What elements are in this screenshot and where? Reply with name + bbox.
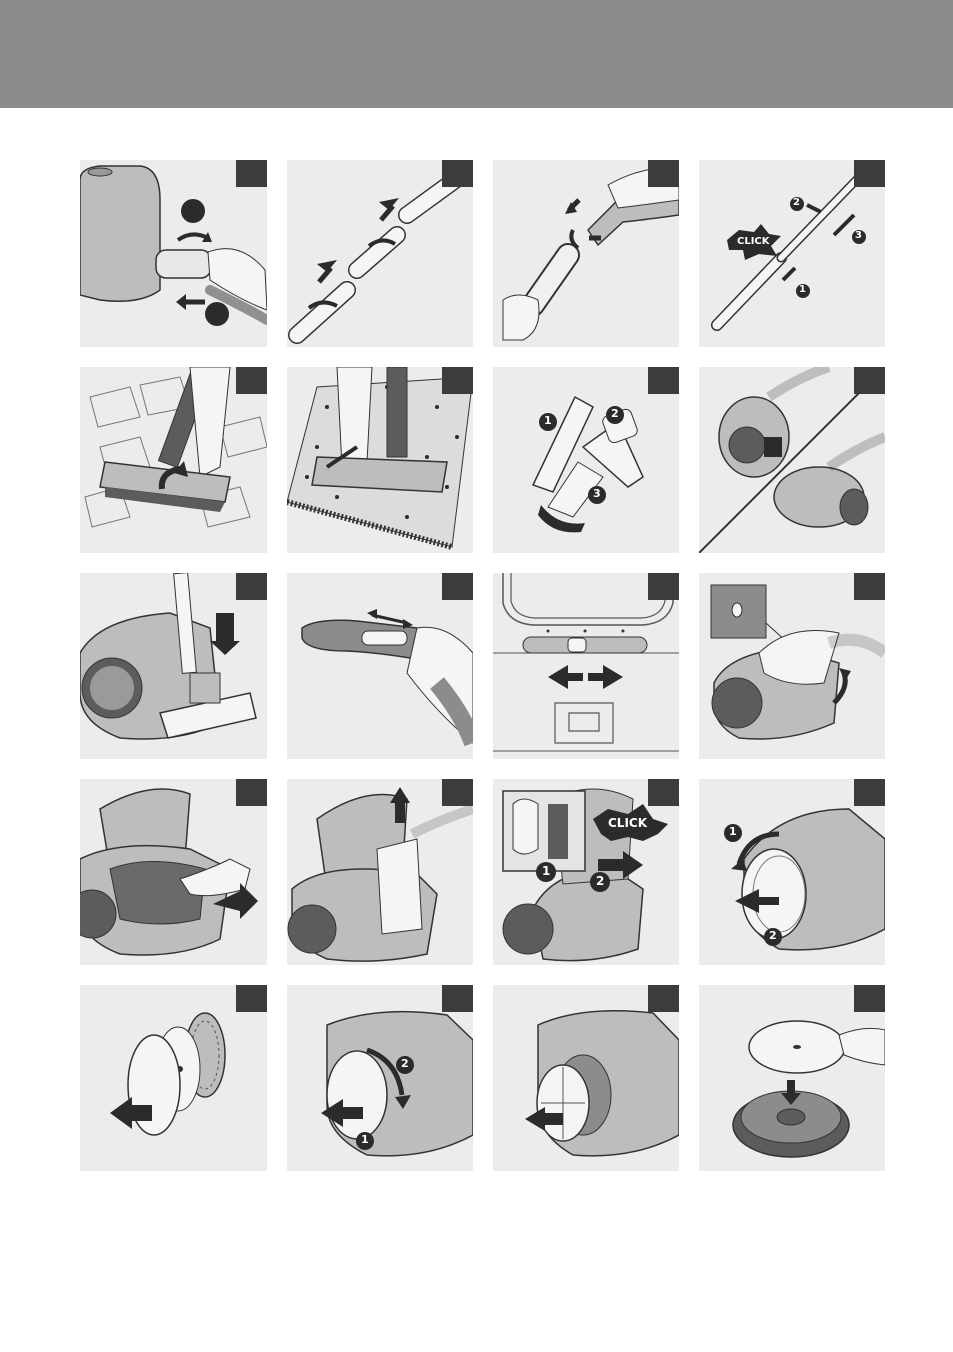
accessory-tools-icon bbox=[493, 367, 679, 553]
click-label: CLICK bbox=[737, 236, 770, 247]
panel-hose-insert bbox=[80, 160, 267, 347]
grille-refit-icon bbox=[287, 985, 473, 1171]
step-number-box bbox=[442, 573, 473, 600]
panel-telescopic-tube: CLICK 2 3 1 bbox=[699, 160, 885, 347]
step-number-box bbox=[442, 160, 473, 187]
step-marker-1: 1 bbox=[729, 825, 737, 838]
step-number-box bbox=[854, 367, 885, 394]
step-number-box bbox=[442, 985, 473, 1012]
bag-holder-icon bbox=[80, 779, 267, 965]
panel-nozzle-carpet bbox=[287, 367, 473, 553]
tube-assemble-icon bbox=[287, 160, 473, 347]
panel-carry-handle bbox=[699, 367, 885, 553]
step-number-box bbox=[648, 985, 679, 1012]
step-marker-1: 1 bbox=[542, 864, 550, 878]
hose-connect-icon bbox=[80, 160, 267, 347]
click-label: CLICK bbox=[608, 816, 647, 830]
panel-tube-assemble bbox=[287, 160, 473, 347]
panel-accessories: 1 2 3 bbox=[493, 367, 679, 553]
step-number-box bbox=[236, 779, 267, 806]
step-marker-2: 2 bbox=[611, 407, 619, 420]
step-number-box bbox=[648, 573, 679, 600]
bag-insert-icon bbox=[493, 779, 679, 965]
filter-disc-icon bbox=[699, 985, 885, 1171]
panel-filter-assemble bbox=[80, 985, 267, 1171]
power-slider-icon bbox=[493, 573, 679, 759]
step-marker-2: 2 bbox=[401, 1057, 409, 1070]
parking-slot-icon bbox=[80, 573, 267, 759]
step-marker-1: 1 bbox=[544, 414, 552, 427]
panel-suction-slider bbox=[287, 573, 473, 759]
panel-bag-insert: CLICK 1 2 bbox=[493, 779, 679, 965]
step-number-box bbox=[236, 367, 267, 394]
panel-bag-holder-press bbox=[80, 779, 267, 965]
panel-bag-remove bbox=[287, 779, 473, 965]
step-number-box bbox=[854, 779, 885, 806]
step-marker-1: 1 bbox=[799, 284, 806, 295]
panel-parking-slot bbox=[80, 573, 267, 759]
step-marker-2: 2 bbox=[793, 197, 800, 208]
panel-grille-refit: 2 1 bbox=[287, 985, 473, 1171]
filter-assemble-icon bbox=[80, 985, 267, 1171]
handle-attach-icon bbox=[493, 160, 679, 347]
step-marker-2: 2 bbox=[769, 929, 777, 942]
panel-open-cover bbox=[699, 573, 885, 759]
grille-remove-icon bbox=[699, 779, 885, 965]
step-number-box bbox=[236, 985, 267, 1012]
step-number-box bbox=[854, 985, 885, 1012]
panel-filter-pull-out bbox=[493, 985, 679, 1171]
filter-pull-icon bbox=[493, 985, 679, 1171]
open-cover-icon bbox=[699, 573, 885, 759]
step-marker-2: 2 bbox=[596, 874, 604, 888]
step-number-box bbox=[236, 160, 267, 187]
step-number-box bbox=[442, 779, 473, 806]
panel-power-slider bbox=[493, 573, 679, 759]
panel-nozzle-hard-floor bbox=[80, 367, 267, 553]
step-marker-1: 1 bbox=[361, 1133, 369, 1146]
panel-filter-disc bbox=[699, 985, 885, 1171]
carpet-nozzle-icon bbox=[287, 367, 473, 553]
panel-grille-remove: 1 2 bbox=[699, 779, 885, 965]
bag-remove-icon bbox=[287, 779, 473, 965]
step-number-box bbox=[854, 160, 885, 187]
step-number-box bbox=[648, 160, 679, 187]
carry-handle-icon bbox=[699, 367, 885, 553]
telescopic-tube-icon bbox=[699, 160, 885, 347]
step-number-box bbox=[442, 367, 473, 394]
step-marker-3: 3 bbox=[593, 487, 601, 500]
step-number-box bbox=[648, 779, 679, 806]
step-number-box bbox=[854, 573, 885, 600]
step-number-box bbox=[236, 573, 267, 600]
suction-slider-icon bbox=[287, 573, 473, 759]
panel-handle-attach bbox=[493, 160, 679, 347]
step-number-box bbox=[648, 367, 679, 394]
hard-floor-nozzle-icon bbox=[80, 367, 267, 553]
step-marker-3: 3 bbox=[855, 230, 862, 241]
